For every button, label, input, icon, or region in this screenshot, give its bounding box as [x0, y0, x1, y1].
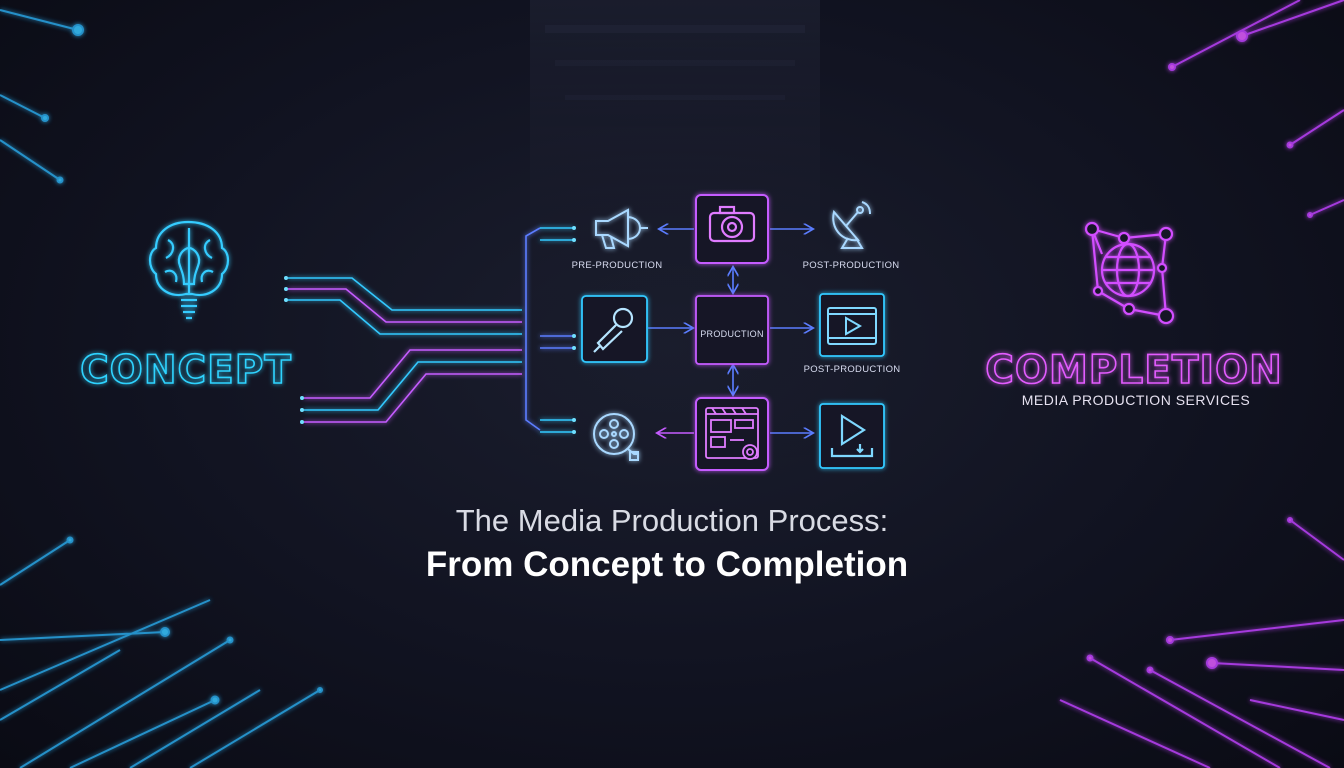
concept-heading: CONCEPT [80, 348, 292, 393]
post-production-top-label: POST-PRODUCTION [803, 260, 900, 271]
camera-node [695, 194, 769, 264]
production-node: PRODUCTION [695, 295, 769, 365]
completion-block: COMPLETION MEDIA PRODUCTION SERVICES [984, 221, 1283, 408]
concept-connector-lines [288, 227, 574, 433]
film-reel-icon [593, 413, 639, 461]
left-circuit-decoration [0, 9, 323, 768]
microphone-node [581, 295, 648, 363]
pre-production-label: PRE-PRODUCTION [572, 260, 663, 271]
editing-board-icon [705, 407, 759, 460]
play-download-icon [830, 413, 874, 458]
connector-dots [284, 226, 576, 434]
editing-board-node [695, 397, 769, 471]
microphone-icon [593, 307, 634, 353]
play-download-node [819, 403, 885, 469]
video-player-icon [827, 307, 877, 345]
title-line-2: From Concept to Completion [426, 545, 908, 584]
network-globe-icon [1084, 221, 1175, 325]
right-circuit-decoration [1059, 0, 1344, 768]
flow-arrows [648, 229, 812, 433]
production-label: PRODUCTION [700, 329, 764, 339]
concept-block: CONCEPT [79, 220, 292, 394]
completion-subtitle: MEDIA PRODUCTION SERVICES [1022, 392, 1251, 408]
background-decoration [530, 0, 820, 480]
completion-heading: COMPLETION [985, 348, 1283, 393]
brain-lightbulb-icon [148, 220, 230, 320]
post-production-mid-label: POST-PRODUCTION [804, 364, 901, 375]
satellite-dish-icon [832, 201, 871, 249]
title-line-1: The Media Production Process: [456, 503, 889, 538]
megaphone-icon [595, 208, 648, 249]
video-player-node [819, 293, 885, 357]
camera-icon [708, 205, 756, 243]
